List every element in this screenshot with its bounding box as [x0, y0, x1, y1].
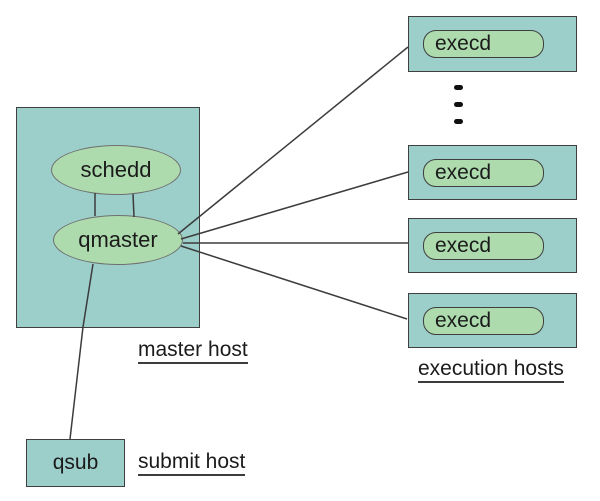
- execution-host-box-4: execd: [408, 293, 577, 348]
- qmaster-execd-line-1: [177, 46, 409, 235]
- ellipsis-dot: [454, 85, 463, 90]
- execd-daemon-rect: execd: [423, 159, 544, 187]
- execd-label: execd: [435, 32, 492, 55]
- qsub-label: qsub: [52, 451, 99, 474]
- execd-label: execd: [435, 234, 492, 257]
- ellipsis-dot: [454, 102, 463, 107]
- master-host-box: schedd qmaster: [16, 107, 200, 328]
- execd-daemon-rect: execd: [423, 30, 544, 58]
- execution-host-box-3: execd: [408, 218, 577, 273]
- qmaster-execd-line-2: [180, 171, 409, 240]
- execution-hosts-caption: execution hosts: [418, 358, 564, 383]
- execd-daemon-rect: execd: [423, 307, 544, 335]
- execd-label: execd: [435, 161, 492, 184]
- qmaster-daemon-ellipse: qmaster: [53, 215, 183, 265]
- master-host-caption: master host: [138, 339, 248, 364]
- schedd-label: schedd: [80, 157, 152, 182]
- submit-host-box: qsub: [26, 439, 125, 487]
- ellipsis-dot: [454, 119, 463, 124]
- schedd-daemon-ellipse: schedd: [51, 145, 181, 195]
- qmaster-execd-line-4: [180, 245, 408, 320]
- execution-host-box-1: execd: [408, 16, 577, 72]
- qmaster-label: qmaster: [78, 227, 158, 252]
- execution-host-box-2: execd: [408, 145, 577, 200]
- submit-host-caption: submit host: [138, 451, 246, 476]
- execd-daemon-rect: execd: [423, 232, 544, 260]
- execd-label: execd: [435, 309, 492, 332]
